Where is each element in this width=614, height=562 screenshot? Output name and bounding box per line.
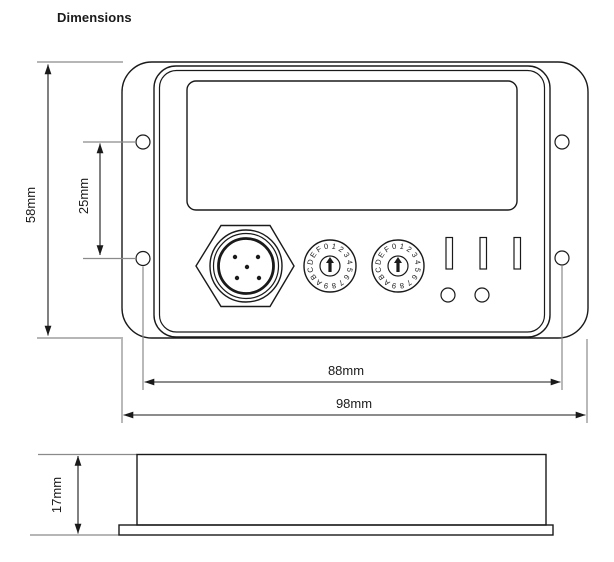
rotary-switch-body (303, 239, 357, 293)
rotary-digit: 1 (331, 242, 337, 252)
display-window (186, 80, 518, 211)
mounting-hole-top-right (554, 134, 570, 150)
dimension-label-25mm: 25mm (76, 178, 91, 214)
rotary-digit: C (373, 266, 383, 274)
indicator-slot-1 (445, 236, 454, 270)
rotary-digit: F (382, 244, 391, 254)
rotary-digit: E (376, 250, 386, 259)
dimension-label-98mm: 98mm (336, 396, 372, 411)
rotary-digit: A (382, 277, 392, 288)
connector-pin (244, 264, 250, 270)
connector-pin (234, 275, 240, 281)
rotary-digit: 0 (323, 242, 329, 252)
indicator-led-right (474, 287, 490, 303)
mounting-bracket-outline (121, 61, 589, 339)
mounting-hole-bottom-right (554, 250, 570, 266)
rotary-digit: 5 (345, 267, 355, 273)
page-title: Dimensions (57, 10, 132, 25)
rotary-digit: 9 (323, 281, 329, 291)
mounting-hole-top-left (135, 134, 151, 150)
device-body-outer-outline (153, 65, 551, 338)
rotary-digit: 6 (410, 273, 420, 282)
indicator-slot-3 (513, 236, 522, 270)
rotary-digit: 2 (337, 244, 346, 254)
side-view-base-plate (118, 524, 554, 536)
side-view: 17mm (30, 453, 554, 536)
rotary-switch-body (371, 239, 425, 293)
dimension-label-58mm: 58mm (23, 187, 38, 223)
rotary-digit: 5 (413, 267, 423, 273)
rotary-digit: D (373, 258, 383, 266)
device-body-inner-outline (158, 69, 546, 333)
connector-pin (255, 254, 261, 260)
connector-ring-middle (212, 232, 280, 300)
connector-pin (232, 254, 238, 260)
rotary-switch-pointer (394, 257, 402, 263)
rotary-digit: A (314, 277, 324, 288)
rotary-digit: D (305, 258, 315, 266)
rotary-switch-pointer (326, 257, 334, 263)
rotary-digit: 3 (342, 251, 352, 260)
rotary-digit: E (308, 250, 318, 259)
rotary-digit: 9 (391, 281, 397, 291)
rotary-digit: B (308, 273, 318, 282)
rotary-digit: 4 (413, 259, 423, 265)
rotary-digit: F (314, 244, 323, 254)
rotary-digit: 8 (331, 281, 337, 291)
connector-pin (256, 275, 262, 281)
connector-ring-outer (209, 229, 283, 303)
rotary-digit: B (376, 273, 386, 282)
connector-hex-nut (195, 224, 295, 308)
connector-ring-inner (217, 237, 275, 295)
mounting-hole-bottom-left (135, 250, 151, 267)
rotary-digit: 4 (345, 259, 355, 265)
rotary-digit: 1 (399, 242, 405, 252)
rotary-digit: 0 (391, 242, 397, 252)
rotary-digit: 2 (405, 244, 414, 254)
dimension-label-88mm: 88mm (328, 363, 364, 378)
rotary-digit: C (305, 266, 315, 274)
rotary-digit: 3 (410, 251, 420, 260)
rotary-digit: 8 (399, 281, 405, 291)
rotary-switch-rotor (387, 255, 409, 277)
m12-connector (195, 224, 295, 308)
indicator-slot-2 (479, 236, 488, 270)
rotary-switch-rotor (319, 255, 341, 277)
rotary-digit: 7 (405, 278, 414, 288)
dimension-label-17mm: 17mm (49, 477, 64, 513)
rotary-digit: 6 (342, 273, 352, 282)
indicator-led-left (440, 287, 456, 303)
side-view-body (136, 453, 547, 526)
rotary-digit: 7 (337, 278, 346, 288)
